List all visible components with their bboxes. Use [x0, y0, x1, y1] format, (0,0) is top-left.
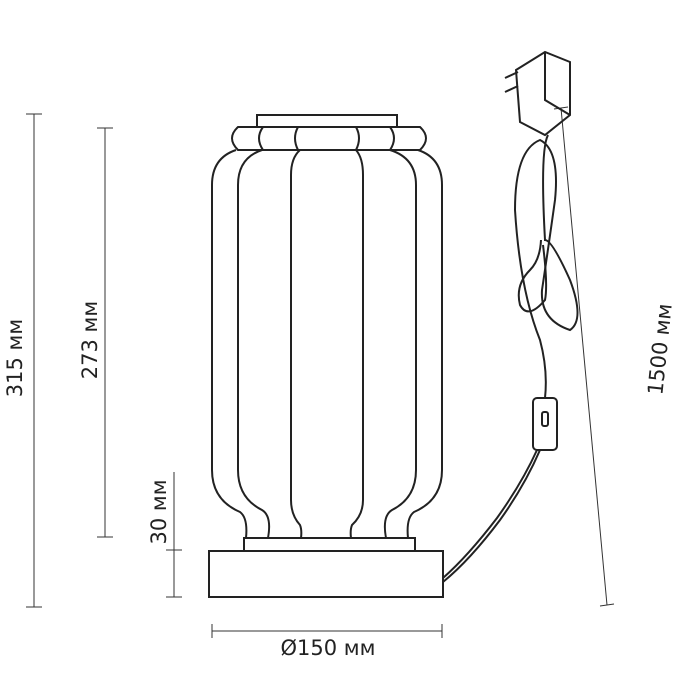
dimension-total-height: 315 мм [3, 113, 42, 608]
lamp-base-plate [243, 537, 416, 552]
dimension-base-height: 30 мм [147, 472, 182, 598]
lamp-base [208, 550, 444, 598]
dimension-shade-height: 273 мм [78, 127, 113, 538]
lamp [208, 114, 444, 598]
label-cord-length: 1500 мм [643, 302, 676, 396]
cord-switch-icon [532, 397, 558, 451]
power-plug-icon [514, 50, 571, 137]
label-diameter: Ø150 мм [281, 636, 376, 660]
shade-rib [211, 149, 248, 539]
dimension-cord-length: 1500 мм [553, 106, 677, 607]
label-base-height: 30 мм [147, 479, 171, 544]
label-total-height: 315 мм [3, 319, 27, 397]
power-cord [442, 50, 579, 583]
label-shade-height: 273 мм [78, 301, 102, 379]
lamp-top-cap [256, 114, 398, 128]
dimension-diameter: Ø150 мм [211, 624, 443, 660]
